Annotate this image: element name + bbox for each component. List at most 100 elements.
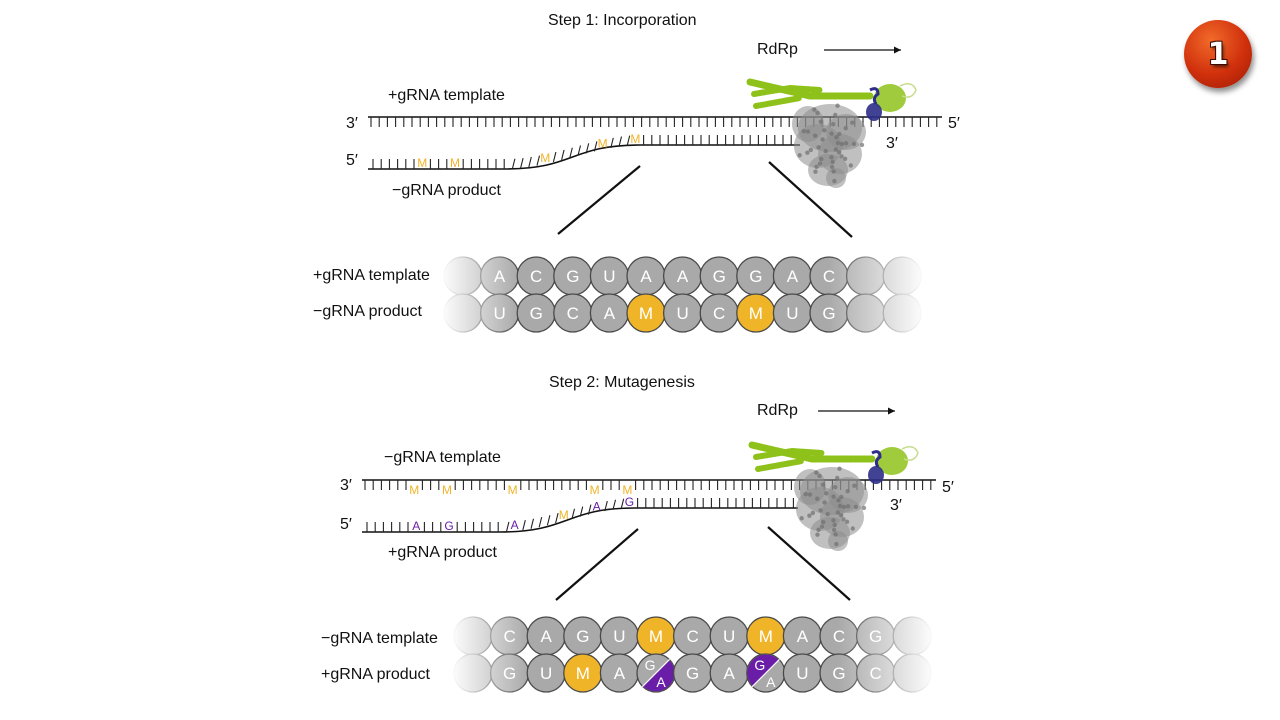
template-base-mark: M <box>622 483 632 497</box>
step1-rdrp-label: RdRp <box>757 41 798 58</box>
step2-zoom-template-label: −gRNA template <box>321 630 438 647</box>
product-base-tick <box>505 521 510 532</box>
product-strand-backbone <box>368 144 800 170</box>
rdrp-protein-structure <box>792 103 866 188</box>
protein-helix-coil <box>807 492 813 497</box>
product-base-mark: A <box>593 500 601 514</box>
protein-helix-coil <box>815 110 820 116</box>
protein-helix-coil <box>820 482 825 487</box>
protein-helix-coil <box>830 159 835 165</box>
product-base-tick <box>520 157 524 169</box>
protein-helix-coil <box>839 494 844 500</box>
protein-helix-coil <box>859 142 865 148</box>
protein-helix-coil <box>829 155 834 160</box>
product-base-tick <box>536 155 541 166</box>
helix <box>753 95 803 109</box>
protein-helix-coil <box>821 519 826 525</box>
product-base-tick <box>538 516 543 528</box>
protein-helix-coil <box>813 169 818 174</box>
protein-domain <box>826 114 866 150</box>
step2-rdrp-label: RdRp <box>757 402 798 419</box>
protein-helix-coil <box>816 527 821 533</box>
protein-helix-coil <box>837 131 842 137</box>
product-base-mark: M <box>450 156 460 170</box>
step1-template-5prime: 5′ <box>948 115 960 132</box>
protein-helix-coil <box>835 140 841 146</box>
protein-helix-coil <box>843 141 849 146</box>
protein-helix-coil <box>850 120 855 125</box>
product-base-tick <box>571 508 576 519</box>
protein-domain <box>792 106 824 142</box>
protein-helix-coil <box>797 153 802 158</box>
rdrp-green-helices <box>746 78 917 112</box>
protein-helix-coil <box>814 470 819 475</box>
template-base-mark: M <box>409 483 419 497</box>
protein-helix-coil <box>835 510 841 515</box>
product-base-tick <box>612 499 617 510</box>
rdrp-blue-loop <box>869 87 880 105</box>
protein-helix-coil <box>845 504 851 509</box>
protein-helix-coil <box>816 145 821 150</box>
zoom-fade-overlay <box>441 254 925 335</box>
protein-helix-coil <box>815 496 820 501</box>
step2-product-3prime: 3′ <box>890 497 902 514</box>
product-base-tick <box>620 498 625 509</box>
step2-template-3prime: 3′ <box>340 477 352 494</box>
product-base-tick <box>626 135 631 146</box>
protein-helix-coil <box>861 505 867 511</box>
product-base-mark: M <box>540 151 550 165</box>
step1-template-3prime: 3′ <box>346 115 358 132</box>
protein-helix-coil <box>831 169 836 174</box>
step1-zoom-product-label: −gRNA product <box>313 303 422 320</box>
zoom-line-right <box>767 526 851 601</box>
protein-helix-coil <box>812 107 817 112</box>
arrow-head-icon <box>894 46 901 54</box>
protein-helix-coil <box>831 121 836 127</box>
slide-number: 1 <box>1207 36 1229 72</box>
protein-helix-coil <box>822 128 827 133</box>
step1-diagram: MMMMMACGUAAGGACUGCAMUCMUG <box>368 46 942 335</box>
helix <box>746 78 874 100</box>
step1-template-label: +gRNA template <box>388 87 505 104</box>
step1-title: Step 1: Incorporation <box>548 12 697 29</box>
protein-helix-coil <box>805 150 810 155</box>
protein-helix-coil <box>845 488 850 494</box>
product-base-mark: A <box>511 518 519 532</box>
product-base-mark: G <box>444 519 453 533</box>
protein-helix-coil <box>810 510 816 516</box>
product-base-tick <box>593 141 598 152</box>
protein-helix-coil <box>818 119 823 124</box>
protein-helix-coil <box>832 522 837 528</box>
product-strand-backbone <box>362 507 798 533</box>
step2-template-5prime: 5′ <box>942 479 954 496</box>
step2-product-5prime: 5′ <box>340 516 352 533</box>
protein-helix-coil <box>834 135 839 140</box>
product-base-tick <box>546 515 551 526</box>
product-base-tick <box>610 137 614 149</box>
helix-bundle <box>876 447 908 475</box>
product-base-tick <box>561 149 565 161</box>
protein-domain <box>794 469 826 505</box>
protein-helix-coil <box>825 511 830 517</box>
protein-domain <box>828 531 848 551</box>
protein-helix-coil <box>801 129 806 134</box>
product-base-mark: M <box>598 137 608 151</box>
protein-helix-coil <box>822 500 827 505</box>
protein-helix-coil <box>818 508 823 513</box>
protein-helix-coil <box>851 141 857 147</box>
protein-helix-coil <box>844 519 850 524</box>
protein-helix-coil <box>833 147 839 152</box>
protein-helix-coil <box>805 129 811 134</box>
protein-helix-coil <box>841 504 847 510</box>
protein-helix-coil <box>835 103 840 108</box>
protein-helix-coil <box>817 161 823 166</box>
protein-helix-coil <box>839 154 844 159</box>
product-base-tick <box>604 500 608 512</box>
protein-helix-coil <box>850 526 855 531</box>
loop <box>901 446 919 461</box>
product-base-tick <box>618 136 623 147</box>
protein-helix-coil <box>831 527 837 533</box>
protein-helix-coil <box>807 513 812 518</box>
protein-helix-coil <box>852 483 857 488</box>
protein-helix-coil <box>841 517 846 522</box>
